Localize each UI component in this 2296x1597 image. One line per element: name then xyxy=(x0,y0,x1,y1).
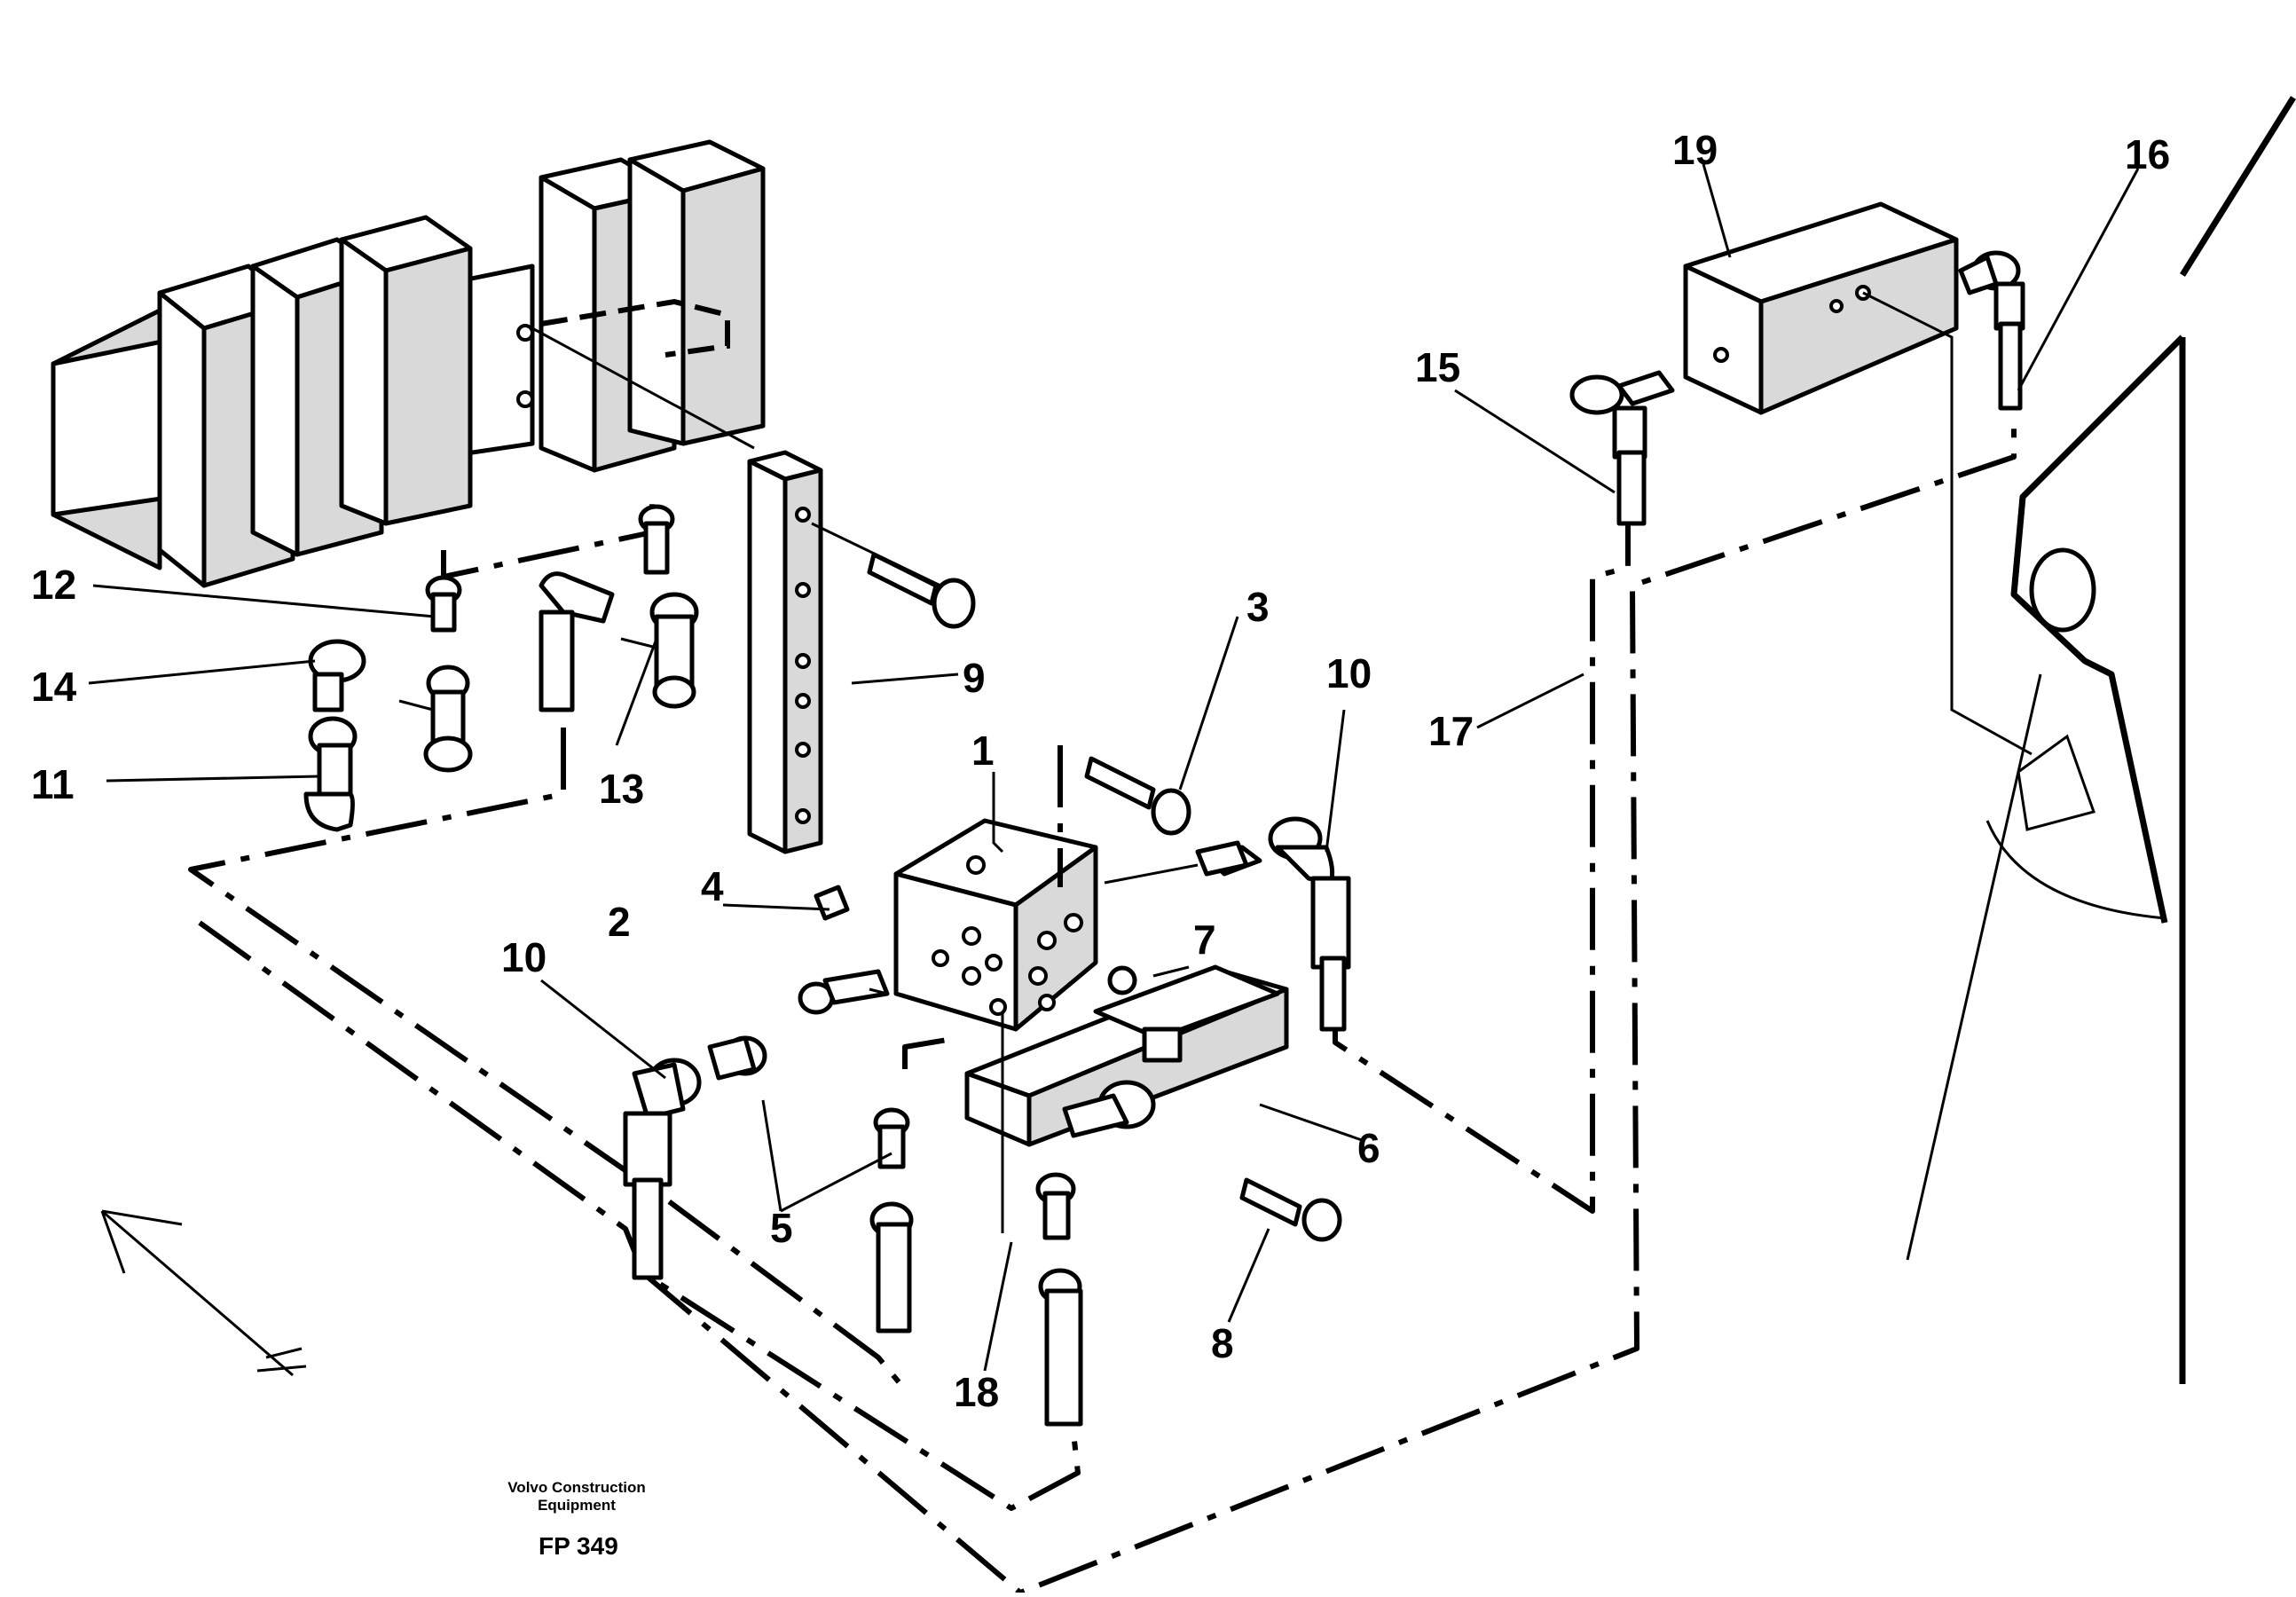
callouts: 1 2 3 4 5 6 7 8 9 10 10 11 12 13 14 15 1… xyxy=(31,127,2170,1415)
mounting-bar xyxy=(747,450,823,854)
bar-bolt xyxy=(811,522,976,629)
callout-10-right: 10 xyxy=(1326,650,1372,696)
footer: Volvo Construction Equipment FP 349 xyxy=(507,1479,646,1560)
callout-11: 11 xyxy=(31,761,75,807)
callout-19: 19 xyxy=(1672,127,1718,173)
callout-2: 2 xyxy=(608,899,631,945)
company-name-line2: Equipment xyxy=(538,1497,616,1514)
callout-7: 7 xyxy=(1193,917,1216,963)
callout-10-left: 10 xyxy=(501,934,546,980)
callout-4: 4 xyxy=(701,863,724,909)
company-name-line1: Volvo Construction xyxy=(507,1479,646,1496)
callout-8: 8 xyxy=(1211,1320,1234,1366)
valve-block xyxy=(893,818,1098,1032)
callout-15: 15 xyxy=(1415,344,1460,390)
callout-5: 5 xyxy=(770,1205,793,1251)
callout-17: 17 xyxy=(1428,708,1474,754)
callout-9: 9 xyxy=(963,655,986,701)
callout-13: 13 xyxy=(599,766,644,812)
callout-18: 18 xyxy=(954,1369,999,1415)
machine-frame xyxy=(1906,96,2296,1384)
callout-1: 1 xyxy=(971,728,995,774)
fittings xyxy=(303,250,2025,1427)
upper-block xyxy=(1683,201,2033,756)
callout-16: 16 xyxy=(2125,131,2170,177)
callout-3: 3 xyxy=(1246,584,1270,630)
leader-lines xyxy=(88,163,2140,1372)
callout-12: 12 xyxy=(31,562,76,608)
valve-bank xyxy=(51,139,766,588)
pipe-runs xyxy=(188,417,2017,1595)
callout-14: 14 xyxy=(31,664,77,710)
direction-arrow xyxy=(100,1209,307,1377)
callout-6: 6 xyxy=(1357,1125,1380,1171)
figure-code: FP 349 xyxy=(539,1532,618,1560)
solenoid-valve xyxy=(964,964,1289,1147)
